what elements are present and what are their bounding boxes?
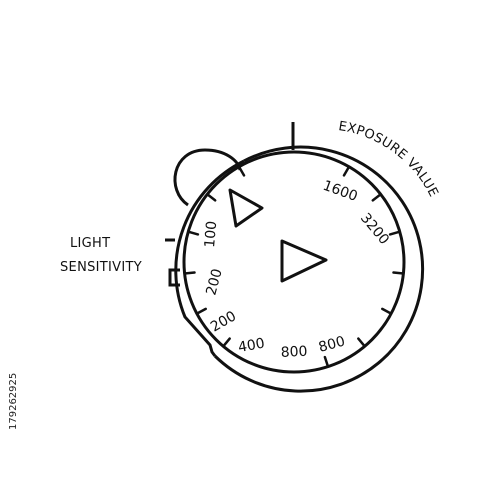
label-sensitivity: SENSITIVITY <box>60 260 142 275</box>
dial-tick-6 <box>342 165 351 177</box>
dial-tick-1 <box>195 307 207 315</box>
stock-id: 179262925 <box>8 373 19 430</box>
dial-tick-9 <box>392 271 405 275</box>
meter-body <box>165 145 425 393</box>
scale-800-b: 800 <box>317 333 347 355</box>
scale-200-left: 200 <box>203 267 225 297</box>
dial-tick-10 <box>381 307 393 315</box>
dial-tick-7 <box>371 193 382 202</box>
dial-tick-4 <box>206 193 217 202</box>
scale-800-a: 800 <box>280 344 308 361</box>
scale-100: 100 <box>202 220 220 248</box>
dial-tick-8 <box>388 230 401 236</box>
label-light: LIGHT <box>70 236 110 251</box>
large-arrow-icon <box>280 239 328 283</box>
hanging-loop <box>173 148 242 207</box>
dial-tick-11 <box>357 337 366 348</box>
small-arrow-icon <box>228 188 264 228</box>
dial-tick-2 <box>183 271 196 275</box>
scale-400: 400 <box>237 336 266 356</box>
dial-face <box>182 150 406 374</box>
dial-ticks <box>183 165 405 368</box>
dial-tick-12 <box>323 355 330 368</box>
scale-3200: 3200 <box>357 210 392 248</box>
scale-1600: 1600 <box>321 178 360 205</box>
dial-tick-5 <box>237 165 246 177</box>
scale-200-bottom: 200 <box>208 308 239 335</box>
dial-tick-3 <box>187 230 200 236</box>
dial-tick-0 <box>222 337 231 348</box>
